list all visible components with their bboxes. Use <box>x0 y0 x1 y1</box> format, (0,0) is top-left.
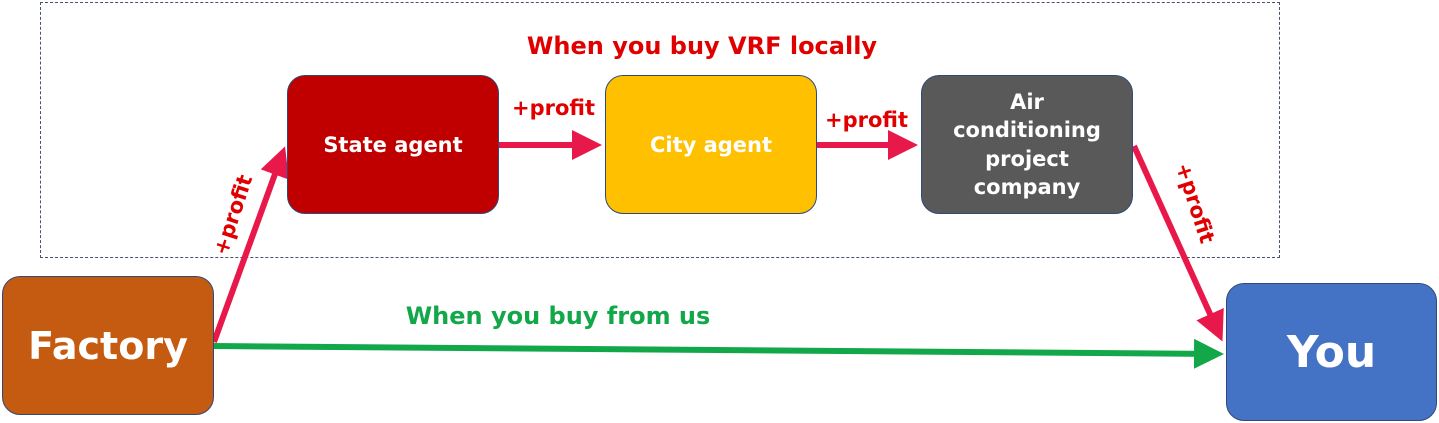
state-agent-label: State agent <box>323 132 463 157</box>
arrow-project-company-to-you <box>1131 144 1224 342</box>
profit-label-state-to-city: +profit <box>512 96 596 120</box>
city-agent-box: City agent <box>605 75 817 214</box>
city-agent-label: City agent <box>649 132 773 157</box>
project-company-box: Air conditioning project company <box>921 75 1133 214</box>
arrow-factory-to-state-agent <box>211 146 289 344</box>
project-company-label: Air conditioning project company <box>953 89 1101 199</box>
profit-label-city-to-project: +profit <box>825 108 909 132</box>
direct-route-title: When you buy from us <box>405 302 711 330</box>
state-agent-box: State agent <box>287 75 499 214</box>
factory-label: Factory <box>28 323 188 368</box>
you-box: You <box>1226 283 1437 421</box>
local-route-title: When you buy VRF locally <box>526 32 878 60</box>
you-label: You <box>1286 326 1377 378</box>
arrow-factory-to-you <box>213 338 1224 369</box>
factory-box: Factory <box>2 276 214 415</box>
local-route-frame <box>40 2 1280 258</box>
